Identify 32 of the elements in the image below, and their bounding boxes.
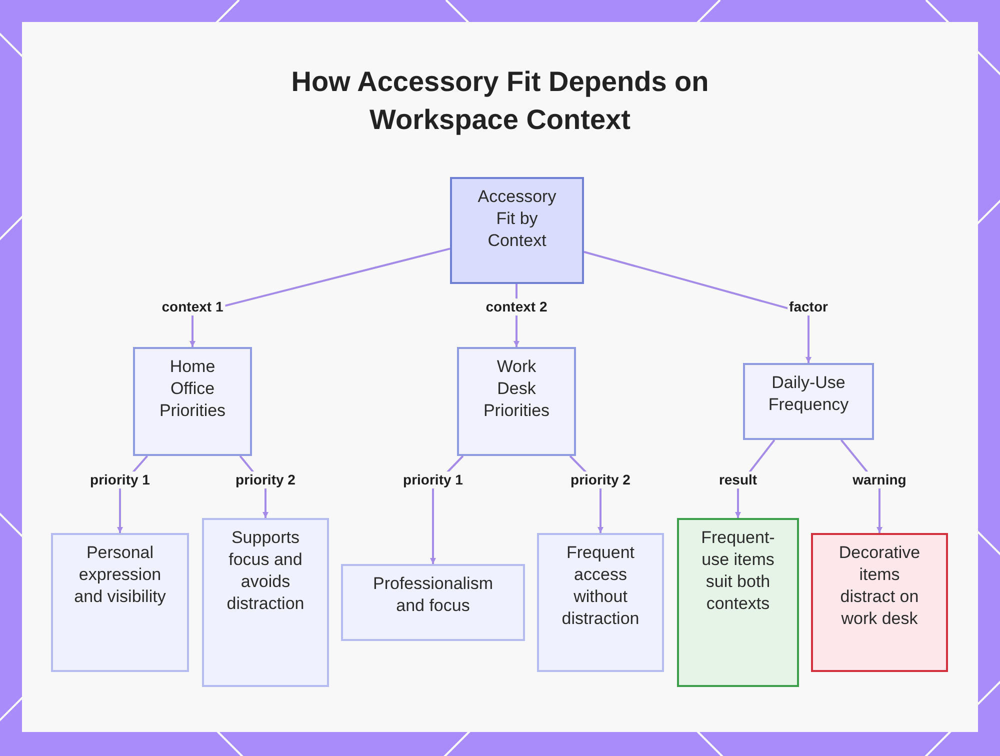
node-text: Work Desk Priorities (482, 356, 551, 422)
edge-label: priority 2 (568, 472, 632, 488)
node-box (133, 347, 252, 456)
edge-label: priority 2 (234, 472, 298, 488)
node-box (743, 363, 874, 440)
node-text: Supports focus and avoids distraction (226, 527, 306, 615)
node-text: Frequent access without distraction (560, 542, 640, 630)
edge-label: result (716, 472, 760, 488)
node-box (341, 564, 525, 641)
edge-label: factor (787, 298, 830, 316)
node-text: Decorative items distract on work desk (838, 542, 922, 630)
node-text: Frequent-use items suit both contexts (700, 527, 776, 615)
node-box (202, 518, 329, 687)
edge-label: context 2 (484, 298, 550, 316)
node-text: Professionalism and focus (372, 573, 494, 617)
node-text: Personal expression and visibility (73, 542, 167, 608)
node-text: Daily-Use Frequency (767, 372, 850, 416)
node-box (537, 533, 664, 672)
node-box (811, 533, 948, 672)
topic-box (450, 177, 584, 284)
node-box (51, 533, 189, 672)
node-box (677, 518, 799, 687)
edge-label: warning (850, 472, 908, 488)
diagram-title: How Accessory Fit Depends on Workspace Context (290, 65, 710, 137)
node-text: Accessory Fit by Context (476, 186, 558, 252)
edge-label: priority 1 (88, 472, 152, 488)
node-text: Home Office Priorities (158, 356, 227, 422)
node-box (457, 347, 576, 456)
edge-label: context 1 (160, 298, 226, 316)
connector-arrow (190, 248, 450, 347)
edge-label: priority 1 (401, 472, 465, 488)
connector-arrow (584, 250, 812, 363)
